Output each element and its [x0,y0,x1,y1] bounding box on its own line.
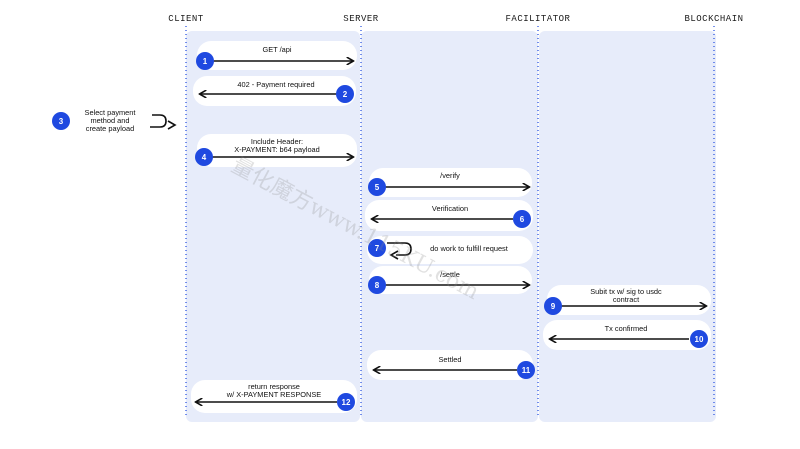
step-label-line-3: create payload [86,124,134,133]
step-label: Settled [438,355,461,364]
step-label-line-2: w/ X-PAYMENT RESPONSE [226,390,322,399]
step-badge [337,393,355,411]
step-badge [336,85,354,103]
self-loop-arrowhead [389,250,399,260]
step-card [365,200,533,231]
step-11: Settled 11 [367,350,535,380]
step-label-line-1: Include Header: [251,137,303,146]
step-badge [368,276,386,294]
step-number: 9 [551,302,556,311]
step-label-line-1: Select payment [85,108,136,117]
step-card [197,134,357,167]
step-card [193,76,356,106]
step-number: 10 [695,335,704,344]
step-badge [52,112,70,130]
step-label: 402 - Payment required [237,80,314,89]
step-card [197,41,357,70]
facilitator-lane [539,31,716,422]
step-card [547,285,711,315]
column-header-facilitator: FACILITATOR [506,14,571,24]
self-loop-arrowhead [167,120,177,130]
step-3: 3 Select payment method and create paylo… [46,104,178,137]
column-header-client: CLIENT [168,14,204,24]
step-number: 8 [375,281,380,290]
step-number: 2 [343,90,348,99]
step-card [369,168,532,197]
lifelines [185,26,715,418]
step-number: 5 [375,183,380,192]
step-badge [513,210,531,228]
step-card [46,104,178,137]
step-label: Tx confirmed [605,324,648,333]
step-label: Verification [432,204,468,213]
step-label: GET /api [262,45,291,54]
client-lane [186,31,360,422]
step-label-line-1: return response [248,382,300,391]
step-badge [690,330,708,348]
step-10: Tx confirmed 10 [543,320,711,350]
step-8: /settle 8 [368,266,532,294]
step-number: 1 [203,57,208,66]
step-badge [517,361,535,379]
step-label-line-2: contract [613,295,639,304]
self-loop-arrow [387,242,412,256]
step-7: 7 do work to fulfill request [367,236,533,264]
step-label: /verify [440,171,460,180]
step-badge [368,239,386,257]
column-headers: CLIENT SERVER FACILITATOR BLOCKCHAIN [168,14,743,24]
step-number: 12 [342,398,351,407]
step-5: /verify 5 [368,168,532,197]
step-number: 6 [520,215,525,224]
step-4: Include Header: X-PAYMENT: b64 payload 4 [195,134,357,167]
step-6: Verification 6 [365,200,533,231]
column-header-blockchain: BLOCKCHAIN [684,14,743,24]
step-label-line-2: method and [90,116,129,125]
step-card [543,320,711,350]
step-number: 4 [202,153,207,162]
step-label-line-2: X-PAYMENT: b64 payload [234,145,320,154]
step-number: 3 [59,117,64,126]
column-header-server: SERVER [343,14,379,24]
step-badge [368,178,386,196]
step-badge [195,148,213,166]
step-badge [196,52,214,70]
step-label: /settle [440,270,460,279]
step-2: 402 - Payment required 2 [193,76,356,106]
step-number: 11 [522,366,531,375]
step-12: return response w/ X-PAYMENT RESPONSE 12 [191,380,357,413]
step-card [367,350,533,380]
step-label: do work to fulfill request [430,244,508,253]
step-label-line-1: Subit tx w/ sig to usdc [590,287,662,296]
self-loop-arrow [150,114,167,128]
step-card [191,380,357,413]
step-9: Subit tx w/ sig to usdc contract 9 [544,285,711,315]
step-number: 7 [375,244,380,253]
step-card [369,266,532,294]
step-badge [544,297,562,315]
step-1: GET /api 1 [196,41,357,70]
